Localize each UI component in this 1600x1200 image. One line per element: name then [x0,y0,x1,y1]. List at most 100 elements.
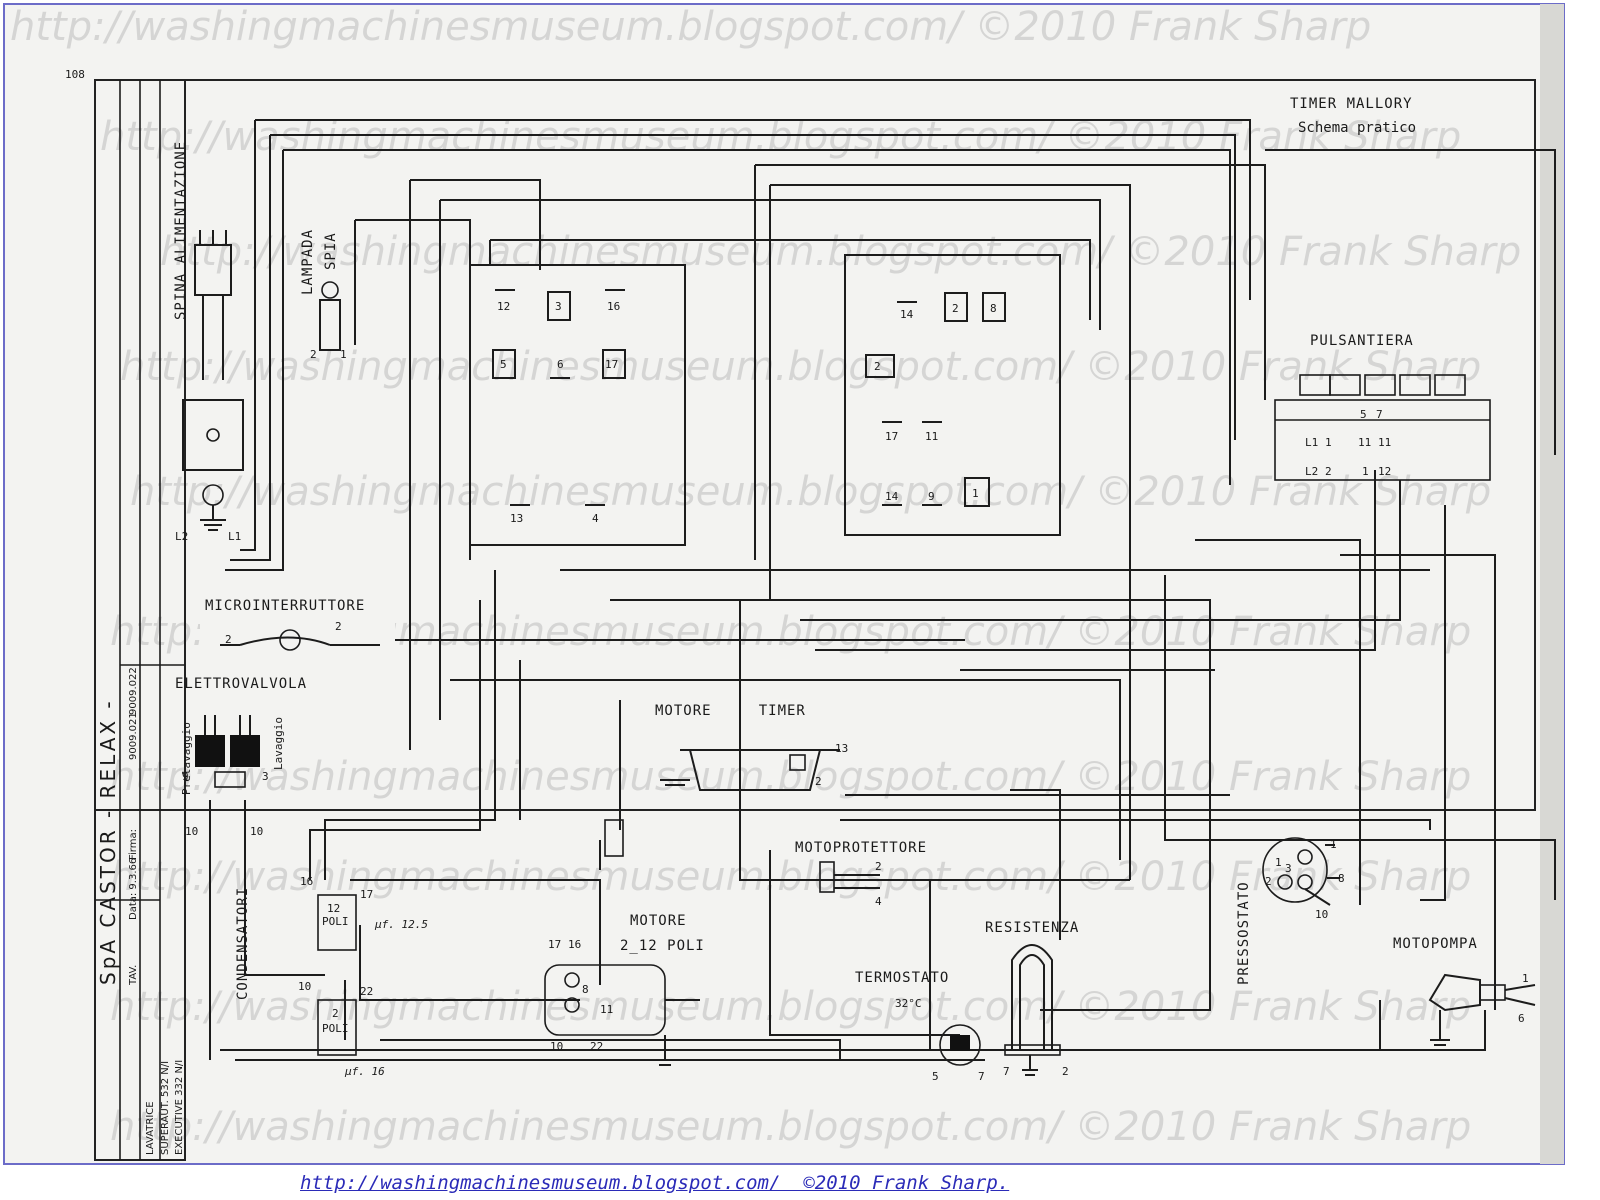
thermostat: TERMOSTATO 32°C 5 7 [855,970,985,1083]
svg-text:http://washingmachinesmuseum.b: http://washingmachinesmuseum.blogspot.co… [110,1104,1471,1150]
ground-symbols [1022,1055,1038,1076]
svg-text:17: 17 [360,888,373,901]
spina-label: SPINA ALIMENTAZIONE [173,141,189,320]
svg-text:5: 5 [1360,408,1367,421]
svg-text:2: 2 [952,302,959,315]
elettrovalvola-label: ELETTROVALVOLA [175,676,307,692]
svg-text:10: 10 [550,1040,563,1053]
motopompa-label: MOTOPOMPA [1393,936,1478,952]
title: SpA CASTOR - RELAX - [96,698,120,985]
svg-text:1: 1 [1522,972,1529,985]
cap-note-2: μf. 16 [344,1065,385,1078]
motore-timer-label: MOTORE TIMER [655,703,806,719]
timer-title: TIMER MALLORY [1290,96,1413,112]
model-1: SUPERAUT. 532 N/I [160,1061,171,1155]
svg-text:1: 1 [1275,856,1282,869]
svg-text:10: 10 [250,825,263,838]
svg-text:5: 5 [932,1070,939,1083]
svg-text:13: 13 [510,512,523,525]
svg-text:L1: L1 [1305,436,1318,449]
micro-switch: MICROINTERRUTTORE 2 2 [200,590,395,660]
svg-text:17: 17 [548,938,561,951]
svg-text:9: 9 [182,770,189,783]
tav: TAV. [128,965,139,986]
svg-text:7: 7 [1376,408,1383,421]
svg-text:11: 11 [1378,436,1391,449]
svg-text:MOTORE: MOTORE [630,913,687,929]
svg-text:SPIA: SPIA [323,232,339,270]
code-2: 9009.022 [128,667,139,715]
svg-text:3: 3 [1285,862,1292,875]
svg-text:http://washingmachinesmuseum.b: http://washingmachinesmuseum.blogspot.co… [110,854,1471,900]
footer-link[interactable]: http://washingmachinesmuseum.blogspot.co… [300,1172,1010,1194]
svg-text:3: 3 [262,770,269,783]
svg-text:3: 3 [555,300,562,313]
indicator-lamp: LAMPADA SPIA 2 1 [300,229,347,361]
svg-text:10: 10 [1315,908,1328,921]
svg-text:11: 11 [925,430,938,443]
svg-text:1: 1 [972,487,979,500]
svg-text:12: 12 [1378,465,1391,478]
svg-text:8: 8 [582,983,589,996]
svg-text:2: 2 [874,360,881,373]
svg-text:22: 22 [590,1040,603,1053]
timer-contacts-b: 14 2 8 2 17 11 14 9 1 [844,254,1061,536]
svg-text:9: 9 [928,490,935,503]
svg-text:8: 8 [990,302,997,315]
lavatrice: LAVATRICE [145,1101,156,1155]
svg-text:2: 2 [332,1007,339,1020]
timer-subtitle: Schema pratico [1298,120,1416,136]
title-block: SpA CASTOR - RELAX - TAV. Data: 9.3.66 F… [94,79,186,1161]
pressostato-label: PRESSOSTATO [1236,881,1252,985]
timer-motor: MOTORE TIMER 13 2 [655,703,848,791]
svg-text:11: 11 [600,1003,613,1016]
svg-text:7: 7 [1003,1065,1010,1078]
svg-text:16: 16 [607,300,620,313]
push-button-panel: PULSANTIERA 5 7 L1 1 11 11 L2 2 1 12 [1274,333,1491,481]
svg-text:5: 5 [500,358,507,371]
svg-text:2: 2 [815,775,822,788]
svg-text:14: 14 [900,308,914,321]
svg-text:2: 2 [310,348,317,361]
svg-text:http://washingmachinesmuseum.b: http://washingmachinesmuseum.blogspot.co… [160,229,1521,275]
svg-text:4: 4 [875,895,882,908]
svg-text:6: 6 [557,358,564,371]
svg-text:1: 1 [340,348,347,361]
motor-connector [604,819,624,857]
cap-note-1: μf. 12.5 [374,918,428,931]
termostato-label: TERMOSTATO [855,970,949,986]
svg-text:4: 4 [592,512,599,525]
svg-text:16: 16 [568,938,581,951]
solenoid-valve: ELETTROVALVOLA Prelavaggio Lavaggio 9 3 … [175,676,307,838]
main-motor: MOTORE 2_12 POLI 17 16 8 11 10 22 [520,819,705,1066]
svg-text:1: 1 [1325,436,1332,449]
svg-text:1: 1 [1330,838,1337,851]
svg-text:1: 1 [1362,465,1369,478]
drain-pump: MOTOPOMPA 1 6 [1393,936,1536,1046]
svg-text:L2: L2 [1305,465,1318,478]
svg-text:L2: L2 [175,530,188,543]
pressure-switch: PRESSOSTATO 1 2 3 1 8 10 [1236,837,1345,985]
heating-element: RESISTENZA 7 2 [985,920,1078,1078]
svg-text:6: 6 [1518,1012,1525,1025]
svg-text:12: 12 [497,300,510,313]
capacitors: CONDENSATORI 12 POLI 16 17 μf. 12.5 2 PO… [235,875,428,1078]
svg-text:12: 12 [327,902,340,915]
prelavaggio-label: Prelavaggio [180,722,193,795]
svg-text:10: 10 [185,825,198,838]
svg-text:17: 17 [605,358,618,371]
svg-text:http://washingmachinesmuseum.b: http://washingmachinesmuseum.blogspot.co… [10,4,1371,50]
motoprotettore-label: MOTOPROTETTORE [795,840,927,856]
svg-text:http://washingmachinesmuseum.b: http://washingmachinesmuseum.blogspot.co… [110,984,1471,1030]
pulsantiera-label: PULSANTIERA [1310,333,1414,349]
code-1: 9009.021 [128,712,139,760]
svg-text:2_12 POLI: 2_12 POLI [620,938,705,954]
svg-text:2: 2 [335,620,342,633]
svg-text:14: 14 [885,490,899,503]
svg-text:8: 8 [1338,872,1345,885]
svg-text:2: 2 [1325,465,1332,478]
svg-text:LAMPADA: LAMPADA [300,229,316,295]
svg-text:L1: L1 [228,530,241,543]
firma: Firma: [128,829,139,860]
